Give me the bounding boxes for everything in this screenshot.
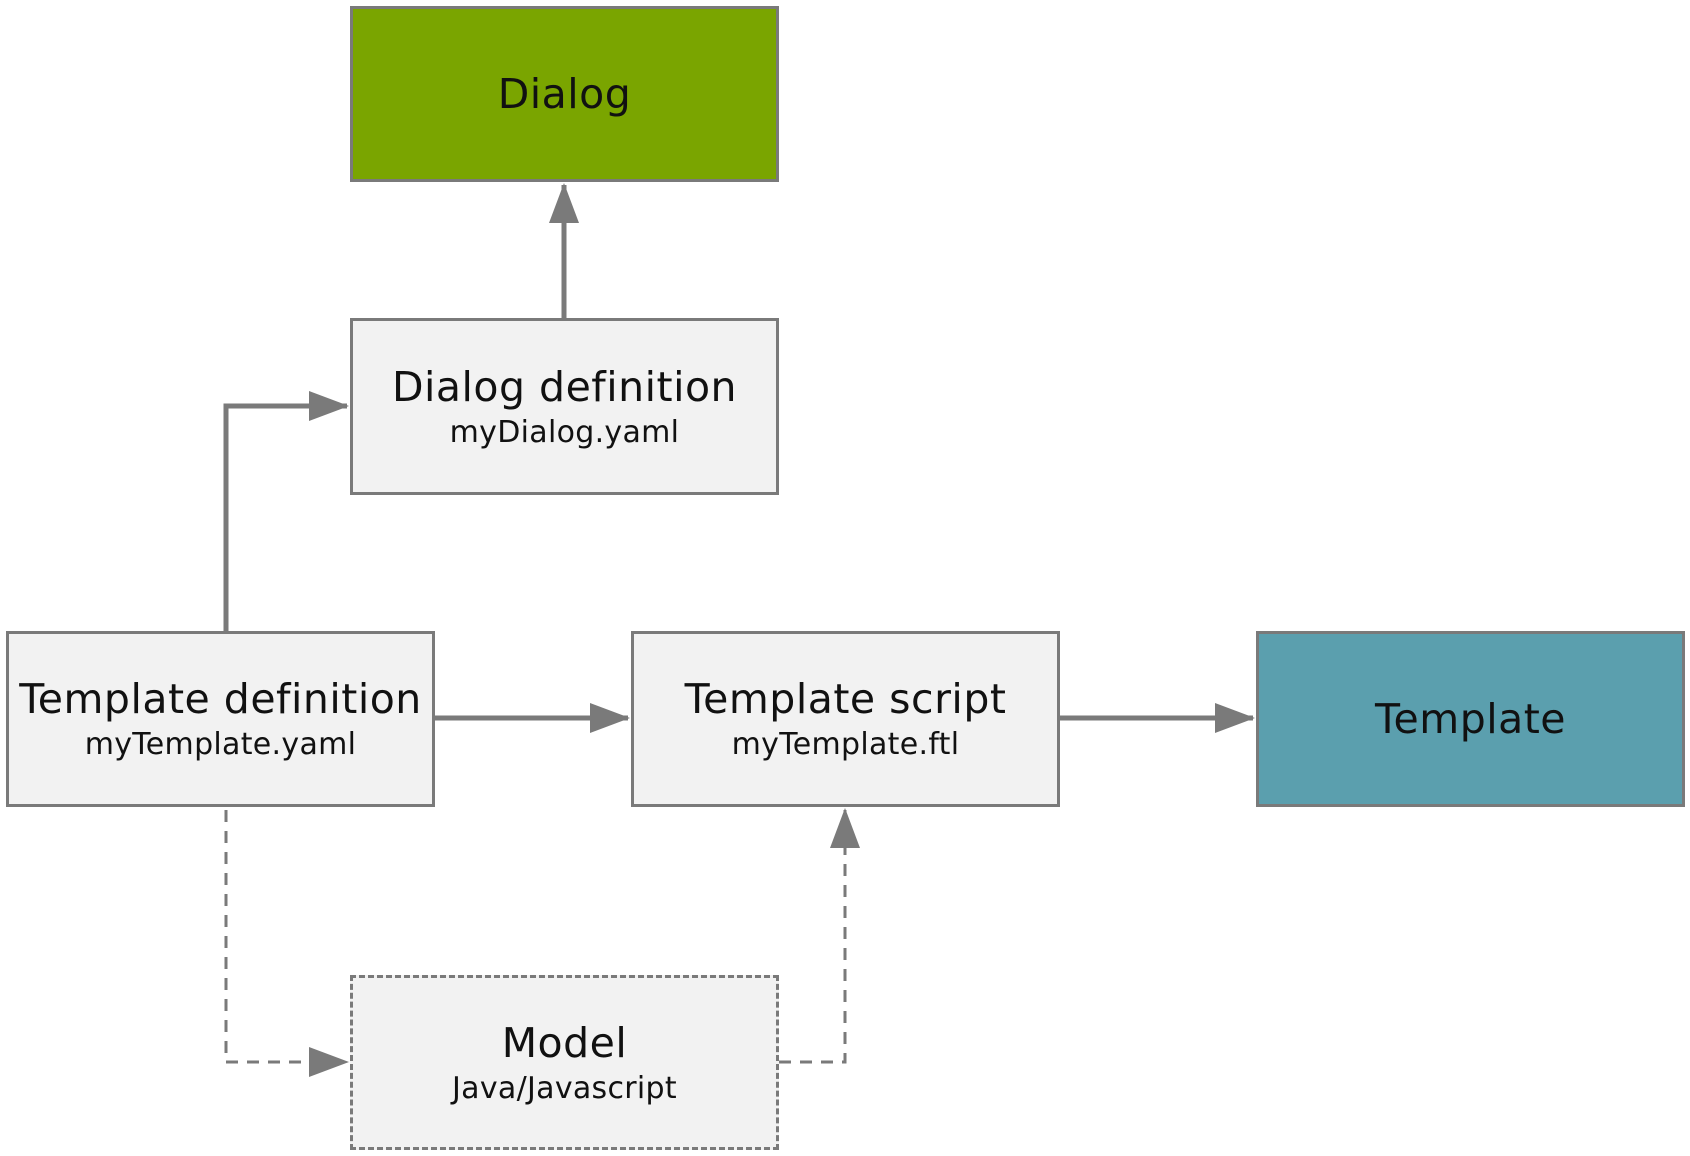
template-definition-title: Template definition [19,675,422,723]
arrow-template-definition-to-dialog-definition [223,391,349,631]
template-definition-subtitle: myTemplate.yaml [84,727,357,762]
arrow-template-definition-to-model [224,810,349,1077]
model-title: Model [501,1018,628,1067]
dialog-node: Dialog [350,6,779,182]
template-title: Template [1374,695,1567,743]
template-script-node: Template script myTemplate.ftl [631,631,1060,807]
dialog-title: Dialog [497,70,632,118]
dialog-definition-subtitle: myDialog.yaml [449,414,680,450]
model-subtitle: Java/Javascript [452,1070,677,1106]
template-script-title: Template script [684,675,1007,723]
dialog-definition-node: Dialog definition myDialog.yaml [350,318,779,495]
template-script-subtitle: myTemplate.ftl [731,727,960,762]
template-definition-node: Template definition myTemplate.yaml [6,631,435,807]
dialog-definition-title: Dialog definition [391,362,738,411]
model-node: Model Java/Javascript [350,975,779,1150]
arrow-model-to-template-script [779,808,860,1064]
template-node: Template [1256,631,1685,807]
